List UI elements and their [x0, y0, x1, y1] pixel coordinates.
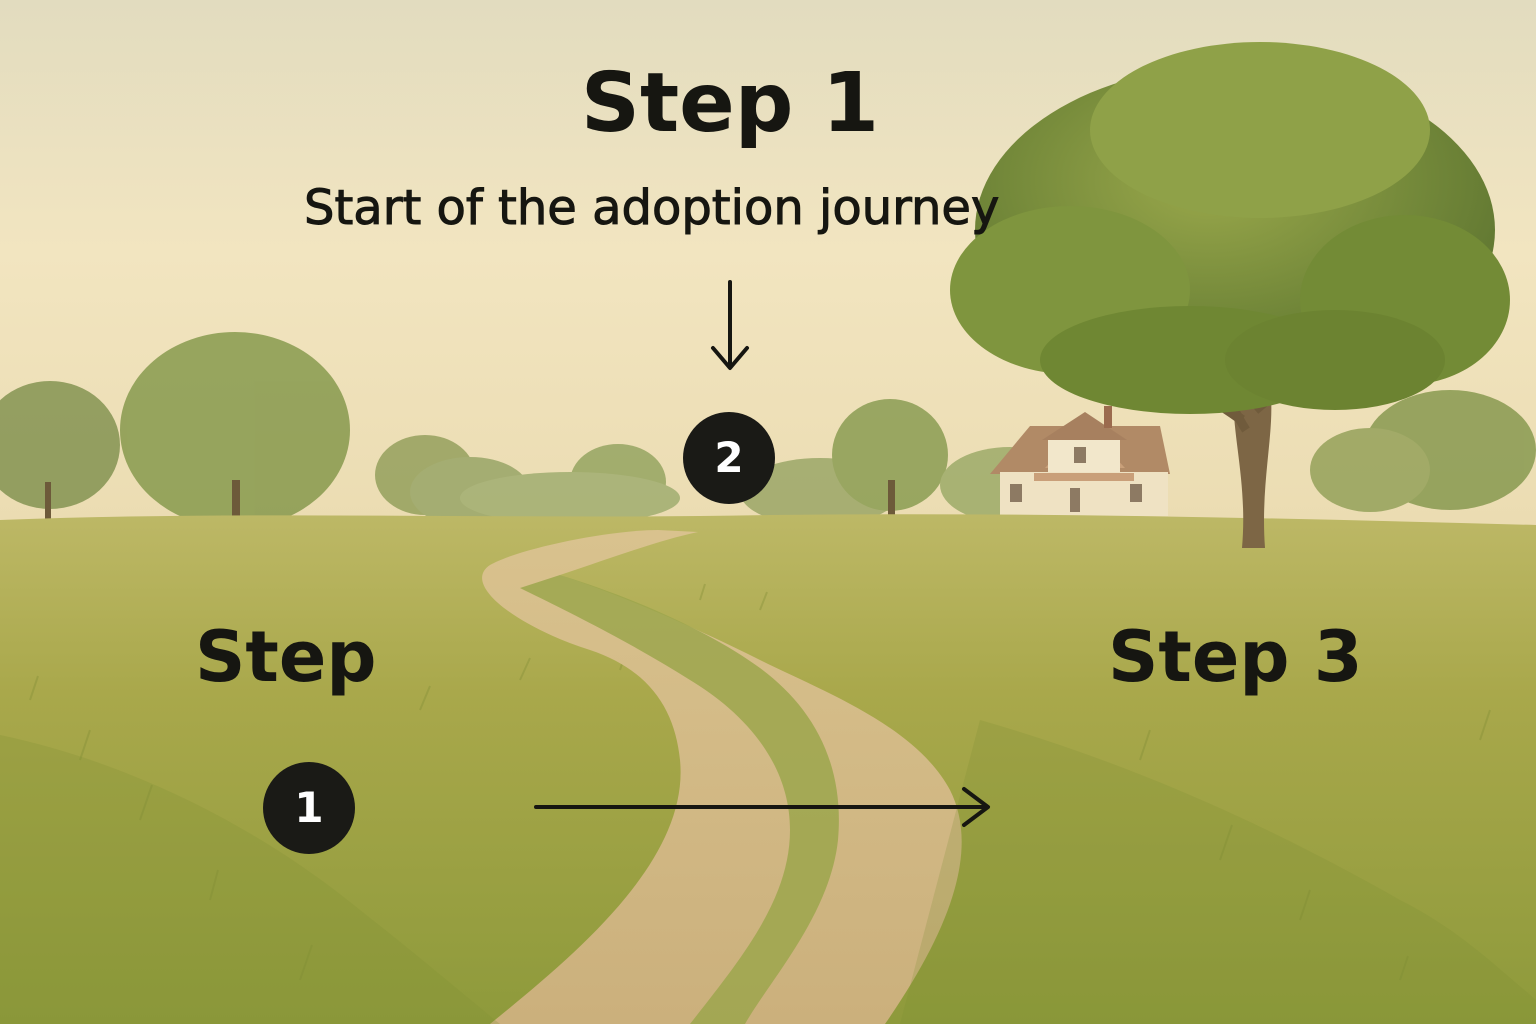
step-1-number-badge: 1: [263, 762, 355, 854]
arrow-right-icon: [534, 787, 990, 827]
step-2-number-badge: 2: [683, 412, 775, 504]
arrow-down-icon: [711, 280, 749, 370]
step-heading-left: Step: [195, 616, 377, 698]
adoption-journey-caption: Start of the adoption journey: [303, 180, 1000, 237]
distant-trees: [0, 332, 1536, 528]
large-oak-tree: [950, 42, 1510, 548]
farmhouse: [990, 406, 1170, 516]
step-1-heading: Step 1: [580, 56, 880, 151]
step-3-heading: Step 3: [1108, 616, 1363, 698]
